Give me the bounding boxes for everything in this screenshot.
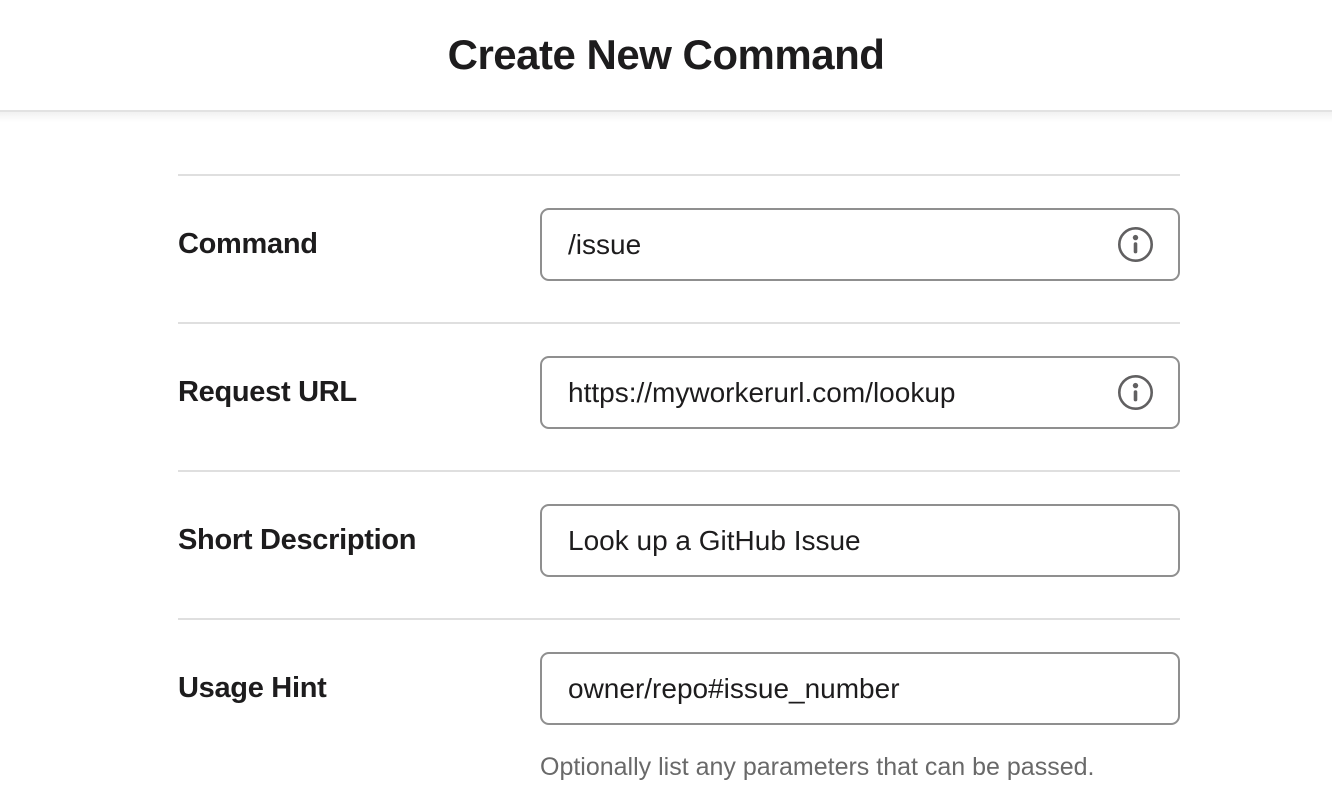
usage-hint-input[interactable] [540,652,1180,725]
request-url-input-wrap [540,356,1180,429]
command-input[interactable] [540,208,1180,281]
form-row-short-description: Short Description [178,470,1180,618]
request-url-label: Request URL [178,376,357,408]
command-label: Command [178,228,318,260]
usage-hint-label: Usage Hint [178,672,327,704]
page-header: Create New Command [0,0,1332,110]
command-form: Command Request URL [178,174,1180,782]
form-row-usage-hint: Usage Hint Optionally list any parameter… [178,618,1180,782]
usage-hint-input-wrap [540,652,1180,725]
short-description-input[interactable] [540,504,1180,577]
info-icon[interactable] [1117,226,1154,263]
usage-hint-helper-text: Optionally list any parameters that can … [540,753,1095,781]
header-divider [0,110,1332,112]
page-title: Create New Command [447,31,885,78]
request-url-input[interactable] [540,356,1180,429]
header-shadow [0,112,1332,122]
info-icon[interactable] [1117,374,1154,411]
command-input-wrap [540,208,1180,281]
short-description-input-wrap [540,504,1180,577]
form-row-command: Command [178,174,1180,322]
short-description-label: Short Description [178,524,417,556]
form-row-request-url: Request URL [178,322,1180,470]
